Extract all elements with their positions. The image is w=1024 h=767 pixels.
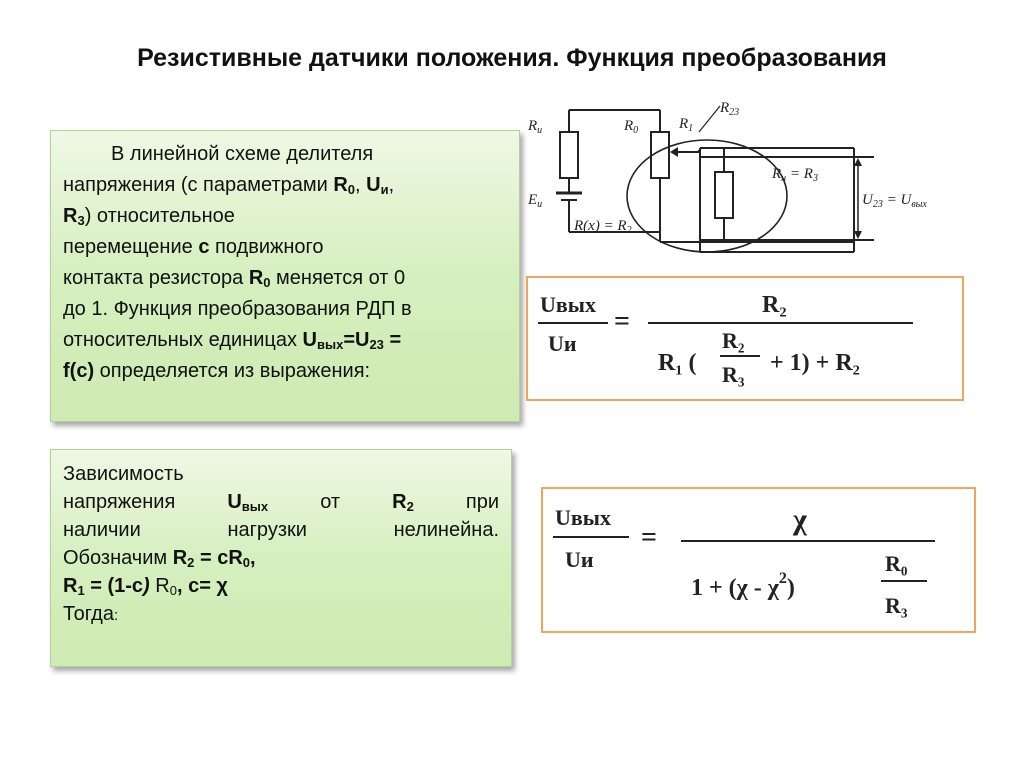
label-rn: Rн = R3 xyxy=(771,166,818,184)
label-r23: R23 xyxy=(719,100,739,118)
f1-lhs-den: Uи xyxy=(548,331,577,356)
dependency-text: Зависимость напряжения Uвых от R2 при на… xyxy=(63,463,499,625)
label-ei: Eи xyxy=(527,192,542,210)
description-box: В линейной схеме делителя напряжения (с … xyxy=(50,130,520,422)
f1-numerator: R₂ xyxy=(762,292,787,318)
f2-numerator: χ xyxy=(792,503,808,536)
label-u23: U23 = Uвых xyxy=(862,192,927,210)
voltage-divider-circuit: Rи R0 R1 R23 Eи R(x) = R2 Rн = R3 U23 = … xyxy=(527,100,927,253)
label-r1: R1 xyxy=(678,116,693,134)
formula-1: Uвых Uи = R₂ R₁ ( R₂ R₃ + 1) + R₂ xyxy=(538,292,913,387)
f2-frac-num: R₀ xyxy=(885,551,908,576)
f2-frac-den: R₃ xyxy=(885,593,908,618)
f1-lhs-num: Uвых xyxy=(540,292,596,317)
resistor-ri xyxy=(559,131,579,179)
f2-lhs-num: Uвых xyxy=(555,505,611,530)
f1-r1: R₁ ( xyxy=(658,350,697,376)
formula-2: Uвых Uи = χ 1 + (χ - χ2) R₀ R₃ xyxy=(553,503,935,618)
f2-denominator: 1 + (χ - χ2) xyxy=(691,570,795,601)
f2-equals: = xyxy=(641,522,657,553)
slide-title: Резистивные датчики положения. Функция п… xyxy=(137,44,887,72)
formula-box-1: Uвых Uи = R₂ R₁ ( R₂ R₃ + 1) + R₂ xyxy=(526,276,964,401)
f1-equals: = xyxy=(614,306,630,337)
highlight-ellipse xyxy=(626,139,788,253)
description-text: В линейной схеме делителя напряжения (с … xyxy=(63,143,412,382)
f1-tail: + 1) + R₂ xyxy=(770,350,860,376)
label-rx: R(x) = R2 xyxy=(573,218,632,236)
f2-lhs-den: Uи xyxy=(565,547,594,572)
label-ri: Rи xyxy=(527,118,542,136)
dependency-box: Зависимость напряжения Uвых от R2 при на… xyxy=(50,449,512,667)
formula-box-2: Uвых Uи = χ 1 + (χ - χ2) R₀ R₃ xyxy=(541,487,976,633)
f1-frac-num: R₂ xyxy=(722,328,745,353)
resistor-rn xyxy=(714,171,734,219)
f1-frac-den: R₃ xyxy=(722,362,745,387)
label-r0: R0 xyxy=(623,118,638,136)
